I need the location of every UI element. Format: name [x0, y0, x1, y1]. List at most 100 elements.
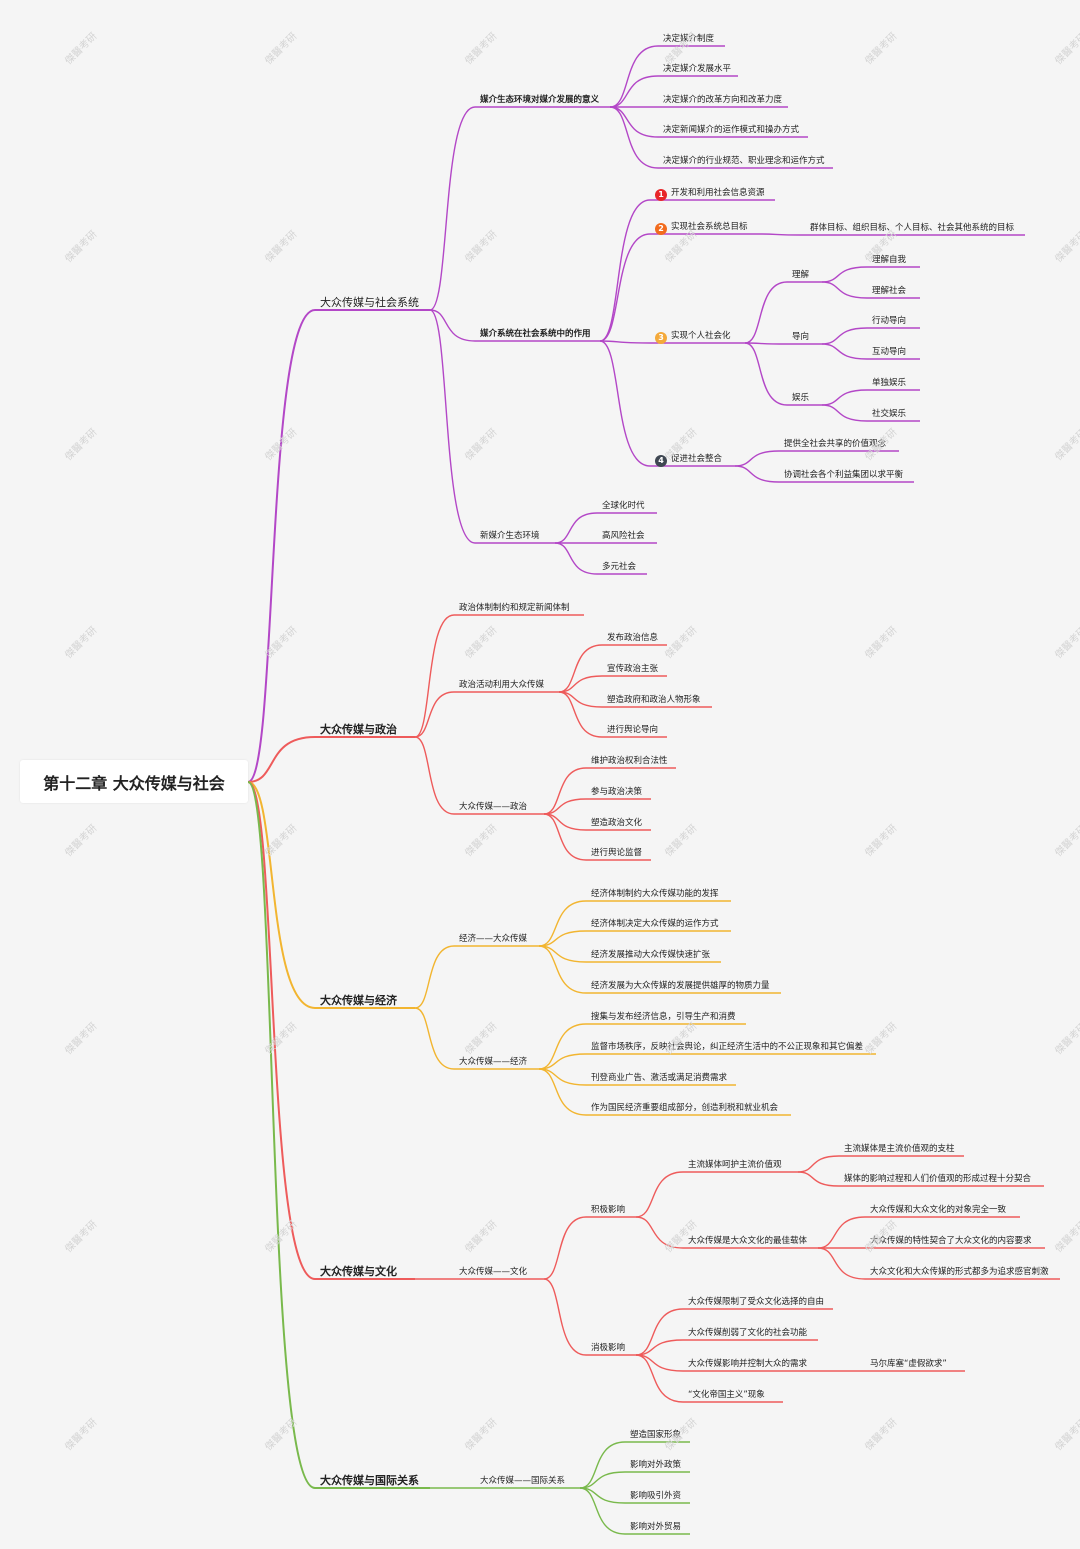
node-label: 塑造国家形象: [630, 1430, 682, 1440]
node-label: 大众传媒削弱了文化的社会功能: [688, 1328, 808, 1338]
node-0-1-2-1-1[interactable]: 互动导向: [872, 347, 906, 358]
node-3-0-0-0-1[interactable]: 媒体的影响过程和人们价值观的形成过程十分契合: [844, 1174, 1031, 1185]
node-0-2-0[interactable]: 全球化时代: [602, 501, 645, 512]
node-3-0-0-0-0[interactable]: 主流媒体是主流价值观的支柱: [844, 1144, 955, 1155]
node-0-1-3-0[interactable]: 提供全社会共享的价值观念: [784, 439, 886, 450]
number-badge-icon: 2: [655, 223, 667, 235]
node-3-0-1-2-0[interactable]: 马尔库塞“虚假欲求”: [870, 1359, 947, 1370]
node-1-2-3[interactable]: 进行舆论监督: [591, 848, 642, 859]
node-3-0-0-1-2[interactable]: 大众文化和大众传媒的形式都多为追求感官刺激: [870, 1267, 1049, 1278]
node-3-0-1[interactable]: 消极影响: [591, 1343, 625, 1354]
node-4-0[interactable]: 大众传媒——国际关系: [480, 1476, 565, 1487]
node-1-1[interactable]: 政治活动利用大众传媒: [459, 680, 544, 691]
node-label: 新媒介生态环境: [480, 531, 540, 541]
node-3-0-0-0[interactable]: 主流媒体呵护主流价值观: [688, 1160, 782, 1171]
connector-0-1-2-0: [744, 281, 788, 344]
node-3-0-0[interactable]: 积极影响: [591, 1205, 625, 1216]
node-1-1-3[interactable]: 进行舆论导向: [607, 725, 658, 736]
node-label: 大众文化和大众传媒的形式都多为追求感官刺激: [870, 1267, 1049, 1277]
node-2-0-0[interactable]: 经济体制制约大众传媒功能的发挥: [591, 889, 719, 900]
node-1[interactable]: 大众传媒与政治: [320, 723, 397, 737]
node-1-2-0[interactable]: 维护政治权利合法性: [591, 756, 668, 767]
node-4-0-0[interactable]: 塑造国家形象: [630, 1430, 681, 1441]
node-4[interactable]: 大众传媒与国际关系: [320, 1474, 419, 1488]
node-label: 实现个人社会化: [671, 331, 731, 341]
node-0-0-0[interactable]: 决定媒介制度: [663, 34, 714, 45]
node-3-0-0-1[interactable]: 大众传媒是大众文化的最佳载体: [688, 1236, 807, 1247]
node-3-0-0-1-0[interactable]: 大众传媒和大众文化的对象完全一致: [870, 1205, 1006, 1216]
node-0-1-2-0-1[interactable]: 理解社会: [872, 286, 906, 297]
node-1-1-0[interactable]: 发布政治信息: [607, 633, 658, 644]
node-0-1-2-2[interactable]: 娱乐: [792, 393, 809, 404]
node-0-0-2[interactable]: 决定媒介的改革方向和改革力度: [663, 95, 782, 106]
node-3-0-1-1[interactable]: 大众传媒削弱了文化的社会功能: [688, 1328, 807, 1339]
connector-0-1-3-1: [734, 465, 780, 483]
node-0-2[interactable]: 新媒介生态环境: [480, 531, 540, 542]
node-3-0-1-3[interactable]: “文化帝国主义”现象: [688, 1390, 765, 1401]
node-0-1-2-1-0[interactable]: 行动导向: [872, 316, 906, 327]
node-3-0-0-1-1[interactable]: 大众传媒的特性契合了大众文化的内容要求: [870, 1236, 1032, 1247]
connector-2-1-1: [538, 1053, 587, 1070]
node-0-1-1-0[interactable]: 群体目标、组织目标、个人目标、社会其他系统的目标: [810, 223, 1014, 234]
node-0-1-3-1[interactable]: 协调社会各个利益集团以求平衡: [784, 470, 903, 481]
node-0-1-2-1[interactable]: 导向: [792, 332, 809, 343]
connector-0-1-2-1: [744, 342, 788, 345]
node-1-2[interactable]: 大众传媒——政治: [459, 802, 527, 813]
node-label: 决定媒介制度: [663, 34, 715, 44]
node-2-1-3[interactable]: 作为国民经济重要组成部分，创造利税和就业机会: [591, 1103, 778, 1114]
node-0-2-1[interactable]: 高风险社会: [602, 531, 645, 542]
node-4-0-3[interactable]: 影响对外贸易: [630, 1522, 681, 1533]
node-0-0-3[interactable]: 决定新闻媒介的运作模式和操办方式: [663, 125, 799, 136]
connector-0-1-2-1-0: [821, 327, 868, 345]
node-2-0[interactable]: 经济——大众传媒: [459, 934, 527, 945]
node-0-2-2[interactable]: 多元社会: [602, 562, 636, 573]
node-label: 大众传媒——政治: [459, 802, 528, 812]
node-label: 大众传媒是大众文化的最佳载体: [688, 1236, 808, 1246]
node-2-0-1[interactable]: 经济体制决定大众传媒的运作方式: [591, 919, 719, 930]
node-2-0-2[interactable]: 经济发展推动大众传媒快速扩张: [591, 950, 710, 961]
node-label: 促进社会整合: [671, 454, 723, 464]
node-3-0-1-2[interactable]: 大众传媒影响并控制大众的需求: [688, 1359, 807, 1370]
node-2-0-3[interactable]: 经济发展为大众传媒的发展提供雄厚的物质力量: [591, 981, 770, 992]
node-2-1[interactable]: 大众传媒——经济: [459, 1057, 527, 1068]
node-0-1-2-0[interactable]: 理解: [792, 270, 809, 281]
node-1-2-2[interactable]: 塑造政治文化: [591, 818, 642, 829]
node-1-1-1[interactable]: 宣传政治主张: [607, 664, 658, 675]
connector-1-2-1: [543, 798, 587, 815]
root-node[interactable]: 第十二章 大众传媒与社会: [20, 760, 248, 803]
node-label: 行动导向: [872, 316, 907, 326]
node-1-1-2[interactable]: 塑造政府和政治人物形象: [607, 695, 701, 706]
node-0-0-1[interactable]: 决定媒介发展水平: [663, 64, 731, 75]
connector-1-1-3: [558, 691, 603, 738]
connector-3-0-0-1-0: [817, 1216, 866, 1249]
node-2-1-0[interactable]: 搜集与发布经济信息，引导生产和消费: [591, 1012, 736, 1023]
connector-1-2-0: [543, 767, 587, 815]
connector-1-2: [414, 736, 455, 815]
node-2-1-2[interactable]: 刊登商业广告、激活或满足消费需求: [591, 1073, 727, 1084]
node-1-2-1[interactable]: 参与政治决策: [591, 787, 642, 798]
node-label: 娱乐: [792, 393, 810, 403]
node-1-0[interactable]: 政治体制制约和规定新闻体制: [459, 603, 570, 614]
node-label: 塑造政治文化: [591, 818, 643, 828]
node-0-1-2-2-1[interactable]: 社交娱乐: [872, 409, 906, 420]
node-0[interactable]: 大众传媒与社会系统: [320, 296, 419, 310]
node-0-0-4[interactable]: 决定媒介的行业规范、职业理念和运作方式: [663, 156, 825, 167]
node-0-1[interactable]: 媒介系统在社会系统中的作用: [480, 329, 591, 340]
node-label: 决定新闻媒介的运作模式和操办方式: [663, 125, 800, 135]
node-3-0[interactable]: 大众传媒——文化: [459, 1267, 527, 1278]
node-0-1-2-0-0[interactable]: 理解自我: [872, 255, 906, 266]
node-3[interactable]: 大众传媒与文化: [320, 1265, 397, 1279]
node-0-0[interactable]: 媒介生态环境对媒介发展的意义: [480, 95, 599, 106]
node-4-0-2[interactable]: 影响吸引外资: [630, 1491, 681, 1502]
node-3-0-1-0[interactable]: 大众传媒限制了受众文化选择的自由: [688, 1297, 824, 1308]
node-label: 大众传媒与政治: [320, 723, 397, 736]
node-4-0-1[interactable]: 影响对外政策: [630, 1460, 681, 1471]
node-2-1-1[interactable]: 监督市场秩序，反映社会舆论，纠正经济生活中的不公正现象和其它偏差: [591, 1042, 863, 1053]
node-2[interactable]: 大众传媒与经济: [320, 994, 397, 1008]
connector-0-0: [429, 106, 476, 311]
node-0-1-2-2-0[interactable]: 单独娱乐: [872, 378, 906, 389]
